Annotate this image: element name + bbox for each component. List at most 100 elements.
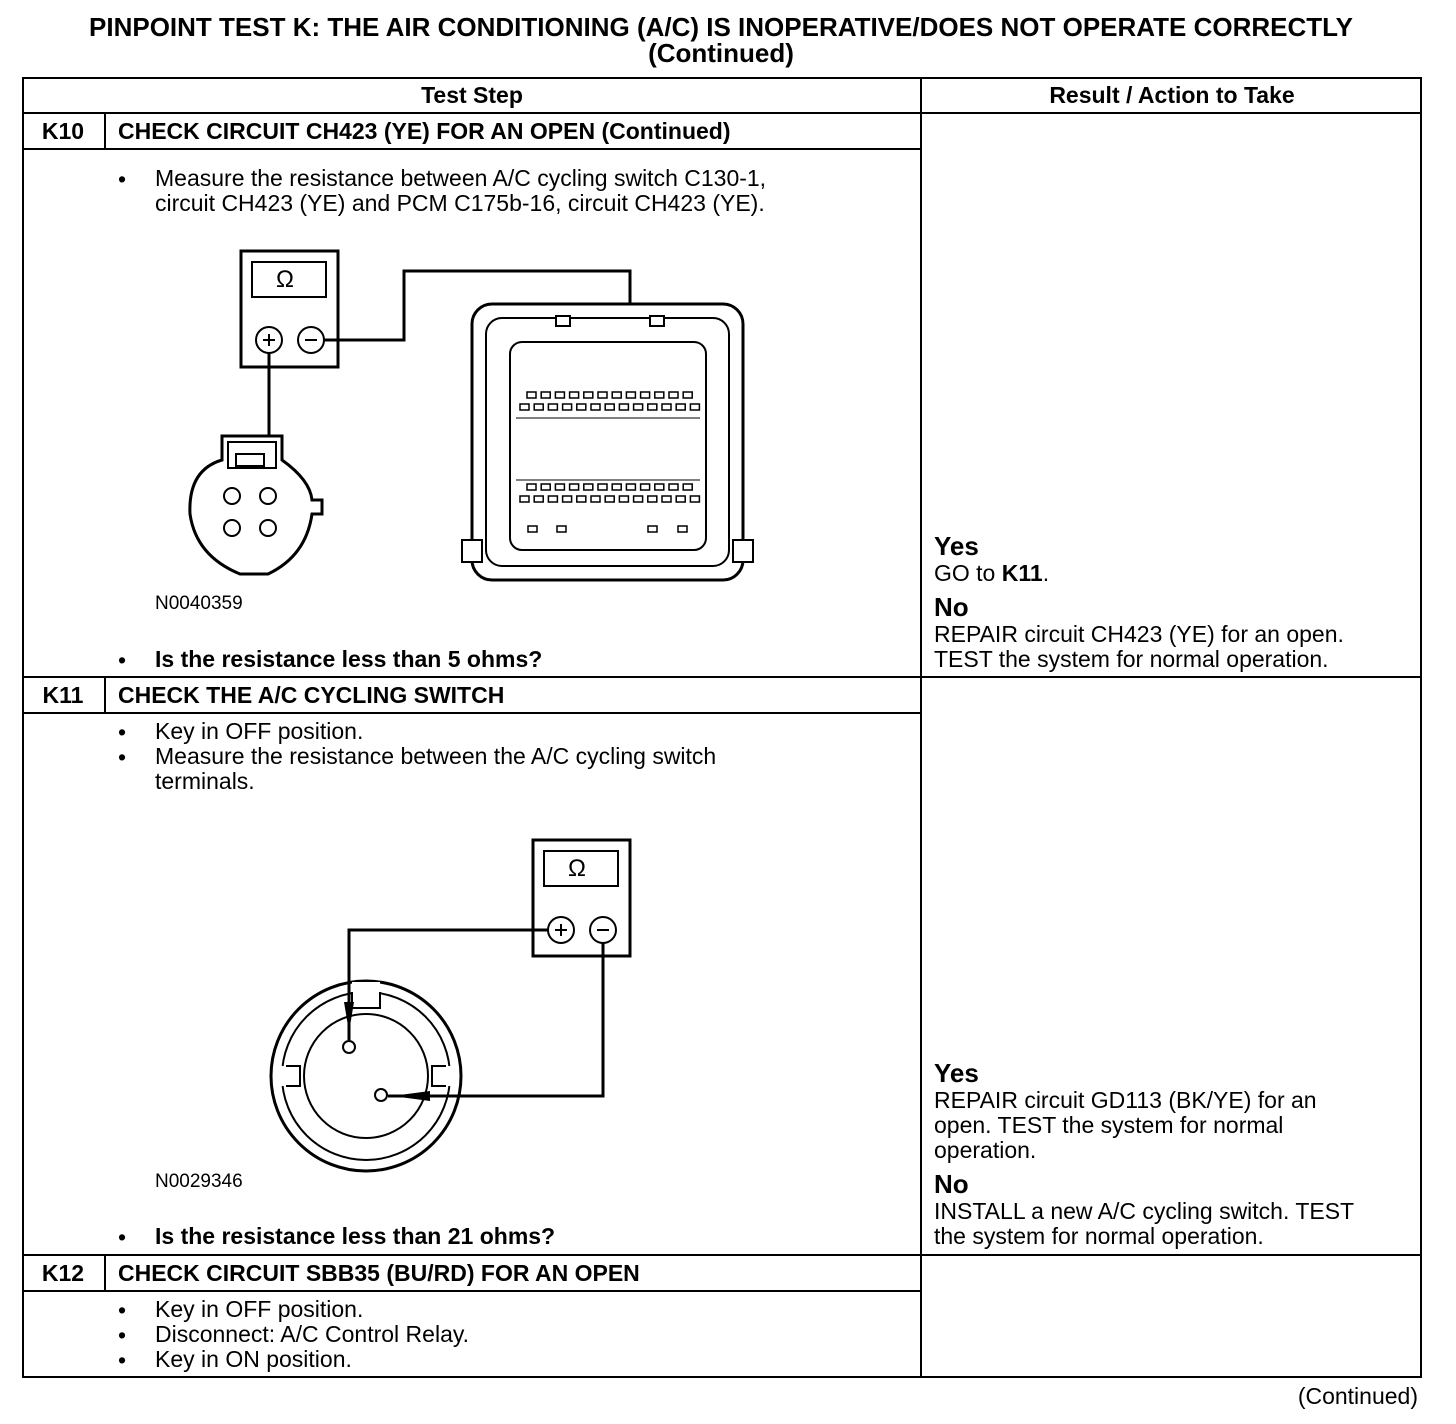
bullet: •	[118, 647, 127, 673]
pin-cavity	[568, 483, 580, 491]
ohm-symbol: Ω	[568, 855, 586, 882]
pin-cavity	[554, 391, 566, 399]
k11-yes-action: REPAIR circuit GD113 (BK/YE) for an	[934, 1087, 1317, 1113]
pin-cavity	[654, 391, 665, 399]
step-title-k10: CHECK CIRCUIT CH423 (YE) FOR AN OPEN (Co…	[118, 118, 731, 144]
k10-instruction: Measure the resistance between A/C cycli…	[155, 165, 767, 191]
pin-cavity	[590, 403, 601, 411]
pin-cavity	[611, 391, 622, 399]
pinpoint-table	[22, 77, 1422, 1378]
k11-no-action: the system for normal operation.	[934, 1223, 1264, 1249]
header-test-step: Test Step	[421, 82, 523, 108]
pin-cavity	[618, 495, 630, 503]
ohmmeter-display	[251, 261, 327, 298]
pin-cavity	[625, 391, 637, 399]
pin-cavity	[568, 391, 580, 399]
pin-cavity	[547, 403, 559, 411]
k12-instruction: Key in ON position.	[155, 1346, 352, 1372]
pin-cavity	[682, 483, 693, 491]
pin-cavity	[590, 495, 601, 503]
bullet: •	[118, 166, 127, 192]
step-id-k12: K12	[41, 1260, 85, 1286]
step-title-k12: CHECK CIRCUIT SBB35 (BU/RD) FOR AN OPEN	[118, 1260, 640, 1286]
k11-yes-action: operation.	[934, 1137, 1037, 1163]
k10-no-action: TEST the system for normal operation.	[934, 646, 1329, 672]
pin-cavity	[540, 391, 551, 399]
pin-cavity	[519, 403, 530, 411]
header-result-action: Result / Action to Take	[1049, 82, 1295, 108]
pin-cavity	[661, 403, 672, 411]
ohmmeter-display	[543, 850, 619, 887]
pin-cavity	[576, 403, 587, 411]
k11-row-divider	[22, 1254, 1422, 1256]
bullet: •	[118, 1224, 127, 1250]
step-id-k10: K10	[41, 118, 85, 144]
k10-id-divider	[104, 112, 106, 149]
pin-cavity	[519, 495, 530, 503]
pin-cavity	[668, 483, 679, 491]
k11-title-divider	[22, 712, 922, 714]
pcm-connector	[470, 302, 745, 582]
step-title-k11: CHECK THE A/C CYCLING SWITCH	[118, 682, 505, 708]
cycling-switch	[269, 979, 463, 1173]
bullet: •	[118, 1322, 127, 1348]
pin-cavity	[583, 391, 594, 399]
k11-yes-action: open. TEST the system for normal	[934, 1112, 1284, 1138]
header-divider	[22, 112, 1422, 114]
k11-instruction: Key in OFF position.	[155, 718, 364, 744]
pin-cavity	[561, 403, 573, 411]
pin-cavity	[689, 495, 701, 503]
pin-cavity	[533, 403, 544, 411]
pin-cavity	[647, 495, 658, 503]
pin-cavity	[556, 525, 567, 533]
k10-question: Is the resistance less than 5 ohms?	[155, 646, 543, 672]
bullet: •	[118, 744, 127, 770]
pin-cavity	[604, 403, 615, 411]
k10-yes-action: GO to K11.	[934, 560, 1050, 586]
pin-cavity	[639, 391, 651, 399]
pin-cavity	[526, 391, 537, 399]
k11-wiring-diagram	[269, 838, 632, 1173]
k11-id-divider	[104, 676, 106, 713]
pin-cavity	[661, 495, 672, 503]
pin-cavity	[561, 495, 573, 503]
k11-instruction: Measure the resistance between the A/C c…	[155, 743, 717, 769]
figure-code-k10: N0040359	[155, 593, 243, 614]
bullet: •	[118, 719, 127, 745]
page-title-continued: (Continued)	[648, 38, 794, 68]
bullet: •	[118, 1347, 127, 1373]
k12-title-divider	[22, 1290, 922, 1292]
k12-instruction: Disconnect: A/C Control Relay.	[155, 1321, 470, 1347]
pin-cavity	[675, 403, 686, 411]
pcm-pins	[519, 391, 701, 533]
pin-cavity	[682, 391, 693, 399]
pin-cavity	[668, 391, 679, 399]
pin-cavity	[597, 391, 608, 399]
pin-cavity	[611, 483, 622, 491]
pin-cavity	[604, 495, 615, 503]
k11-instruction: terminals.	[155, 768, 255, 794]
pin-cavity	[533, 495, 544, 503]
pin-cavity	[647, 525, 658, 533]
k10-row-divider	[22, 676, 1422, 678]
pin-cavity	[639, 483, 651, 491]
pin-cavity	[675, 495, 686, 503]
k11-no-action: INSTALL a new A/C cycling switch. TEST	[934, 1198, 1355, 1224]
k11-no-label: No	[934, 1169, 969, 1199]
k10-wiring-diagram	[188, 249, 754, 582]
k10-no-label: No	[934, 592, 969, 622]
pin-cavity	[597, 483, 608, 491]
footer-continued: (Continued)	[1297, 1383, 1418, 1409]
ohm-symbol: Ω	[276, 266, 294, 293]
pin-cavity	[677, 525, 688, 533]
k10-title-divider	[22, 148, 922, 150]
pin-cavity	[527, 525, 538, 533]
bullet: •	[118, 1297, 127, 1323]
pin-cavity	[526, 483, 537, 491]
k12-id-divider	[104, 1254, 106, 1291]
column-divider	[920, 77, 922, 1378]
cycling-switch-connector	[188, 434, 324, 576]
k12-instruction: Key in OFF position.	[155, 1296, 364, 1322]
k11-question: Is the resistance less than 21 ohms?	[155, 1223, 556, 1249]
page-title: PINPOINT TEST K: THE AIR CONDITIONING (A…	[89, 12, 1353, 42]
